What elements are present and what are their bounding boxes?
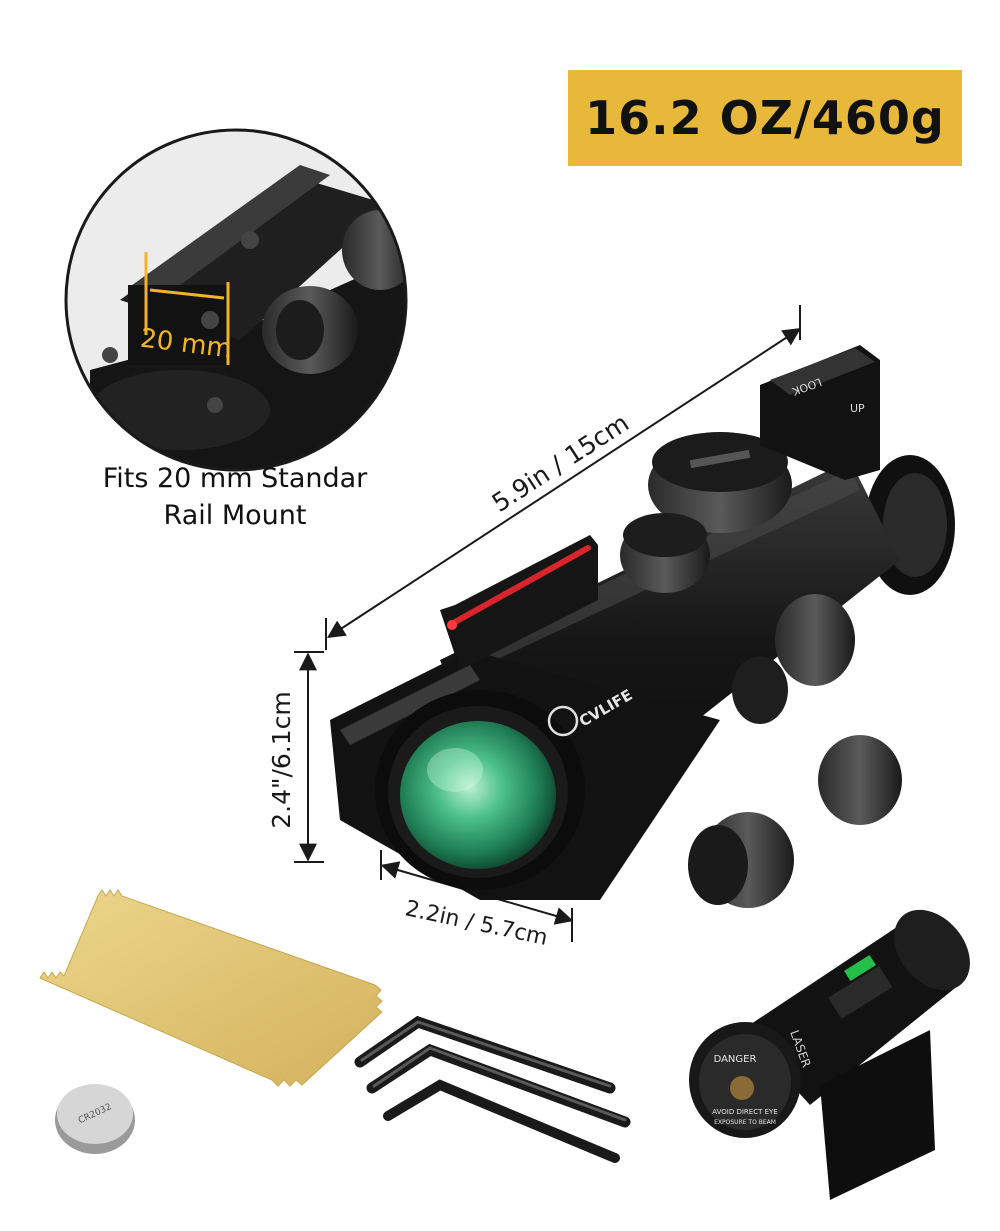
rail-caption-line2: Rail Mount xyxy=(163,500,307,531)
height-label: 2.4"/6.1cm xyxy=(267,691,296,829)
laser-danger-label: DANGER xyxy=(714,1054,757,1065)
objective-lens xyxy=(400,721,556,869)
laser-warning-line1: AVOID DIRECT EYE xyxy=(712,1108,777,1116)
weight-text: 16.2 OZ/460g xyxy=(585,91,945,145)
laser-warning-line2: EXPOSURE TO BEAM xyxy=(714,1119,776,1126)
rail-mount-caption: Fits 20 mm Standar Rail Mount xyxy=(70,460,400,534)
coin-battery: CR2032 xyxy=(55,1084,135,1154)
laser-sight: DANGER LASER AVOID DIRECT EYE EXPOSURE T… xyxy=(689,909,970,1200)
hex-keys xyxy=(354,1015,631,1163)
width-label: 2.2in / 5.7cm xyxy=(403,896,550,951)
turret-up-mark: UP xyxy=(850,402,865,415)
weight-badge: 16.2 OZ/460g xyxy=(568,70,962,166)
dimension-height: 2.4"/6.1cm xyxy=(267,651,324,863)
length-label: 5.9in / 15cm xyxy=(487,408,634,518)
rail-caption-line1: Fits 20 mm Standar xyxy=(102,463,368,494)
scope-illustration: LOOK UP CVLIFE xyxy=(330,345,955,908)
rail-mount-inset: 20 mm xyxy=(64,128,408,472)
lens-cloth xyxy=(39,889,383,1087)
